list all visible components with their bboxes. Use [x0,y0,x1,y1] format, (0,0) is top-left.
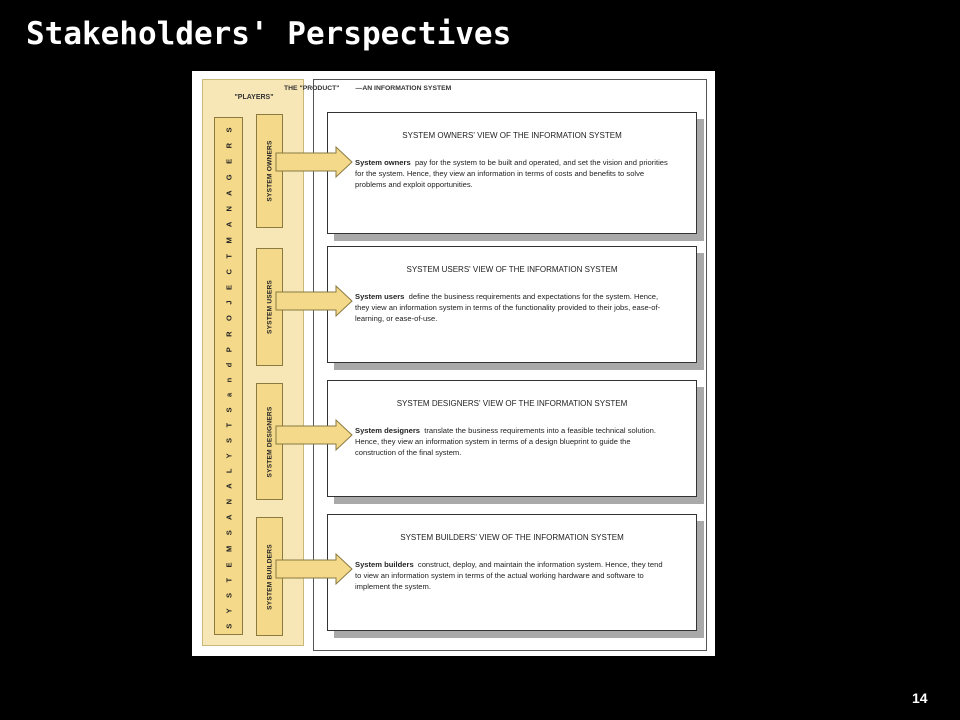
arrow-system-builders [275,552,353,586]
view-title-system-designers: SYSTEM DESIGNERS' VIEW OF THE INFORMATIO… [396,399,628,408]
view-text-system-users: define the business requirements and exp… [355,292,661,323]
product-subtitle: —AN INFORMATION SYSTEM [355,85,452,92]
view-title-system-builders: SYSTEM BUILDERS' VIEW OF THE INFORMATION… [400,533,624,542]
arrow-system-owners [275,145,353,179]
players-header: "PLAYERS" [234,94,274,101]
view-box-system-owners: SYSTEM OWNERS' VIEW OF THE INFORMATION S… [327,112,697,234]
arrow-system-designers [275,418,353,452]
view-text-system-designers: translate the business requirements into… [355,426,656,457]
product-label: THE "PRODUCT" [284,85,340,92]
view-desc-system-users: System users define the business require… [355,291,671,324]
view-lead-system-designers: System designers [355,426,420,435]
view-desc-system-builders: System builders construct, deploy, and m… [355,559,671,592]
view-title-system-users: SYSTEM USERS' VIEW OF THE INFORMATION SY… [406,265,618,274]
view-desc-system-owners: System owners pay for the system to be b… [355,157,671,190]
slide-title: Stakeholders' Perspectives [26,16,512,52]
view-title-system-owners: SYSTEM OWNERS' VIEW OF THE INFORMATION S… [402,131,622,140]
view-text-system-builders: construct, deploy, and maintain the info… [355,560,663,591]
page-number: 14 [912,690,928,706]
analysts-bar: S Y S T E M S A N A L Y S T S a n d P R … [214,117,243,635]
view-lead-system-owners: System owners [355,158,411,167]
view-box-system-designers: SYSTEM DESIGNERS' VIEW OF THE INFORMATIO… [327,380,697,497]
view-box-system-builders: SYSTEM BUILDERS' VIEW OF THE INFORMATION… [327,514,697,631]
view-box-system-users: SYSTEM USERS' VIEW OF THE INFORMATION SY… [327,246,697,363]
product-header: THE "PRODUCT" —AN INFORMATION SYSTEM [284,85,457,92]
stakeholder-figure: "PLAYERS" S Y S T E M S A N A L Y S T S … [192,71,715,656]
view-lead-system-builders: System builders [355,560,414,569]
view-desc-system-designers: System designers translate the business … [355,425,671,458]
view-lead-system-users: System users [355,292,405,301]
role-arrows [275,145,353,586]
arrow-system-users [275,284,353,318]
view-text-system-owners: pay for the system to be built and opera… [355,158,668,189]
